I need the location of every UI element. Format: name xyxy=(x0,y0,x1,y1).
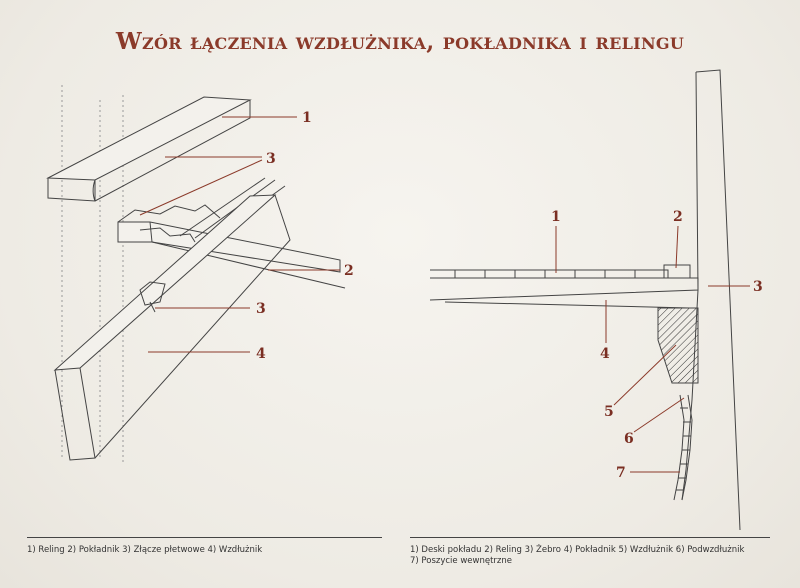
leader-line xyxy=(139,159,263,216)
pokladnik-lower xyxy=(444,301,691,309)
right-caption-line-1: 1) Deski pokładu 2) Reling 3) Żebro 4) P… xyxy=(410,545,745,555)
right-figure xyxy=(429,69,750,531)
callout-left-1: 1 xyxy=(302,110,312,126)
callout-right-4: 4 xyxy=(600,346,610,362)
poszycie-planking xyxy=(673,394,693,501)
callout-left-3-lower: 3 xyxy=(256,301,266,317)
callout-right-7: 7 xyxy=(616,465,626,481)
wzdluznik-section xyxy=(657,307,699,384)
wzdluznik-beam xyxy=(53,194,291,461)
deck-planks xyxy=(430,269,669,279)
left-caption: 1) Reling 2) Pokładnik 3) Złącze płetwow… xyxy=(27,545,263,555)
leader-line xyxy=(613,344,677,406)
leader-line xyxy=(633,397,685,433)
callout-left-3-upper: 3 xyxy=(266,151,276,167)
pokladnik-section xyxy=(429,277,699,301)
callout-right-6: 6 xyxy=(624,431,634,447)
callout-right-3: 3 xyxy=(753,279,763,295)
callout-right-5: 5 xyxy=(604,404,614,420)
left-leaders xyxy=(139,116,340,353)
callout-left-2: 2 xyxy=(344,263,354,279)
right-leaders xyxy=(555,225,750,473)
reling-beam xyxy=(46,96,252,202)
zebro-frame xyxy=(695,69,741,531)
callout-left-4: 4 xyxy=(256,346,266,362)
callout-right-2: 2 xyxy=(673,209,683,225)
right-caption: 1) Deski pokładu 2) Reling 3) Żebro 4) P… xyxy=(410,545,770,567)
page-title: Wzór łączenia wzdłużnika, pokładnika i r… xyxy=(115,28,685,55)
callout-right-1: 1 xyxy=(551,209,561,225)
leader-line xyxy=(675,225,679,269)
caption-divider-left xyxy=(27,537,382,538)
caption-divider-right xyxy=(410,537,770,538)
left-figure xyxy=(46,85,346,465)
right-caption-line-2: 7) Poszycie wewnętrzne xyxy=(410,556,512,566)
